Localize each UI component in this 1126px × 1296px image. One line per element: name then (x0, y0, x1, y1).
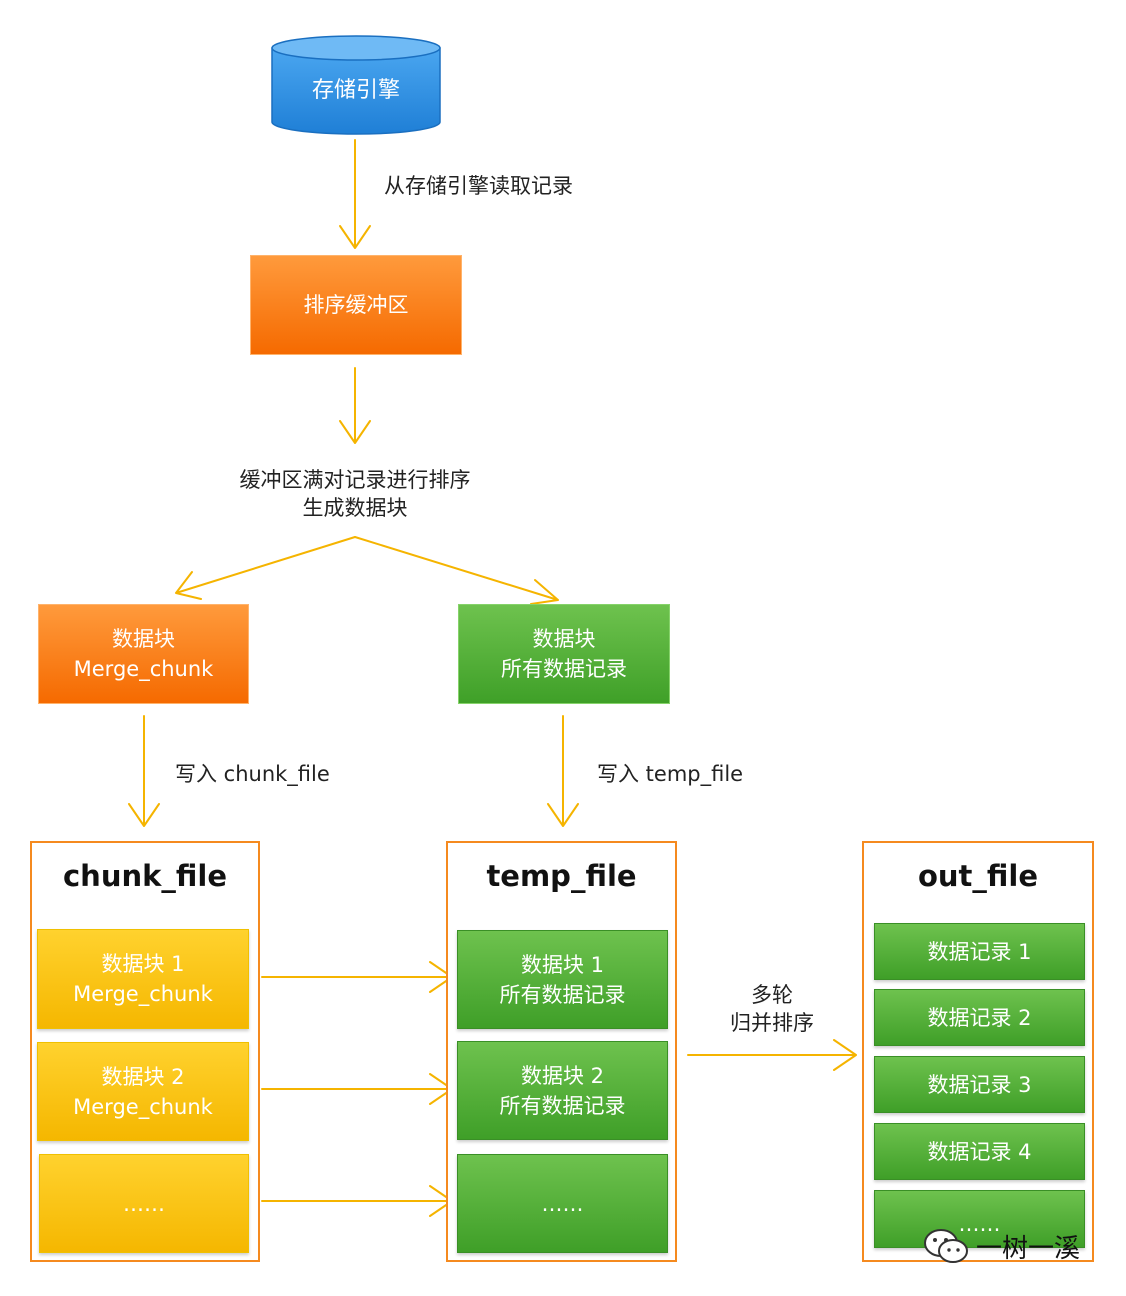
temp-file-item-2: 数据块 2 所有数据记录 (457, 1041, 668, 1140)
all-records-line1: 数据块 (532, 627, 596, 651)
arrow-split-right (354, 536, 559, 605)
temp-file-item-1-line2: 所有数据记录 (499, 982, 626, 1007)
merge-sort-line2: 归并排序 (730, 1011, 814, 1035)
sort-buffer-label: 排序缓冲区 (303, 293, 409, 317)
watermark: 一树一溪 (922, 1224, 1098, 1268)
arrow-row-1 (261, 961, 453, 993)
out-file-item-4-label: 数据记录 4 (927, 1139, 1032, 1164)
temp-file-item-3: …… (457, 1154, 668, 1253)
chunk-file-item-3: …… (39, 1154, 249, 1253)
chunk-file-item-2: 数据块 2 Merge_chunk (37, 1042, 249, 1141)
arrow-merge (687, 1039, 857, 1071)
out-file-item-5: …… (874, 1190, 1085, 1248)
temp-file-frame: temp_file 数据块 1 所有数据记录 数据块 2 所有数据记录 …… (446, 841, 677, 1262)
temp-file-item-1: 数据块 1 所有数据记录 (457, 930, 668, 1029)
chunk-file-item-2-line2: Merge_chunk (73, 1094, 213, 1119)
arrow-buffer-full (339, 367, 371, 444)
buffer-full-label: 缓冲区满对记录进行排序 生成数据块 (180, 466, 530, 522)
temp-file-item-2-line2: 所有数据记录 (499, 1093, 626, 1118)
chunk-file-item-2-line1: 数据块 2 (101, 1064, 185, 1089)
temp-file-title: temp_file (486, 859, 637, 893)
chunk-file-title: chunk_file (62, 859, 228, 893)
out-file-item-1: 数据记录 1 (874, 923, 1085, 980)
out-file-item-2: 数据记录 2 (874, 989, 1085, 1046)
chunk-file-item-1: 数据块 1 Merge_chunk (37, 929, 249, 1029)
arrow-write-chunk (128, 715, 160, 827)
out-file-item-5-label: …… (958, 1212, 1001, 1236)
all-records-line2: 所有数据记录 (501, 657, 627, 681)
chunk-file-item-1-line1: 数据块 1 (101, 952, 185, 976)
wechat-icon (924, 1229, 968, 1263)
merge-sort-label: 多轮 归并排序 (700, 981, 844, 1037)
out-file-frame: out_file 数据记录 1 数据记录 2 数据记录 3 数据记录 4 …… (862, 841, 1094, 1262)
chunk-file-item-3-line1: …… (123, 1191, 165, 1216)
arrow-read (339, 139, 371, 249)
cylinder-icon (271, 35, 441, 135)
storage-engine-cylinder: 存储引擎 (270, 34, 442, 136)
out-file-item-1-label: 数据记录 1 (927, 939, 1032, 964)
merge-chunk-line1: 数据块 (112, 627, 175, 651)
read-records-label: 从存储引擎读取记录 (384, 174, 573, 198)
chunk-file-frame: chunk_file 数据块 1 Merge_chunk 数据块 2 Merge… (30, 841, 260, 1262)
out-file-item-3: 数据记录 3 (874, 1056, 1085, 1113)
temp-file-item-2-line1: 数据块 2 (520, 1063, 605, 1088)
arrow-row-3 (261, 1185, 453, 1217)
out-file-title: out_file (917, 859, 1039, 893)
arrow-split-left (175, 536, 356, 600)
arrow-row-2 (261, 1073, 453, 1105)
merge-sort-line1: 多轮 (751, 983, 793, 1007)
out-file-item-2-label: 数据记录 2 (927, 1005, 1032, 1030)
buffer-full-line2: 生成数据块 (302, 496, 408, 520)
watermark-text: 一树一溪 (976, 1233, 1081, 1264)
out-file-item-4: 数据记录 4 (874, 1123, 1085, 1180)
temp-file-item-1-line1: 数据块 1 (520, 952, 605, 977)
write-chunk-file-label: 写入 chunk_file (175, 762, 330, 786)
buffer-full-line1: 缓冲区满对记录进行排序 (239, 468, 471, 492)
all-records-chunk-box: 数据块 所有数据记录 (458, 604, 670, 704)
arrow-write-temp (547, 715, 579, 827)
chunk-file-item-1-line2: Merge_chunk (73, 982, 213, 1006)
merge-chunk-line2: Merge_chunk (73, 657, 214, 681)
storage-engine-label: 存储引擎 (311, 78, 400, 103)
temp-file-item-3-line1: …… (541, 1191, 584, 1216)
out-file-item-3-label: 数据记录 3 (927, 1072, 1032, 1097)
merge-chunk-box: 数据块 Merge_chunk (38, 604, 249, 704)
write-temp-file-label: 写入 temp_file (597, 762, 744, 786)
sort-buffer-box: 排序缓冲区 (250, 255, 462, 355)
